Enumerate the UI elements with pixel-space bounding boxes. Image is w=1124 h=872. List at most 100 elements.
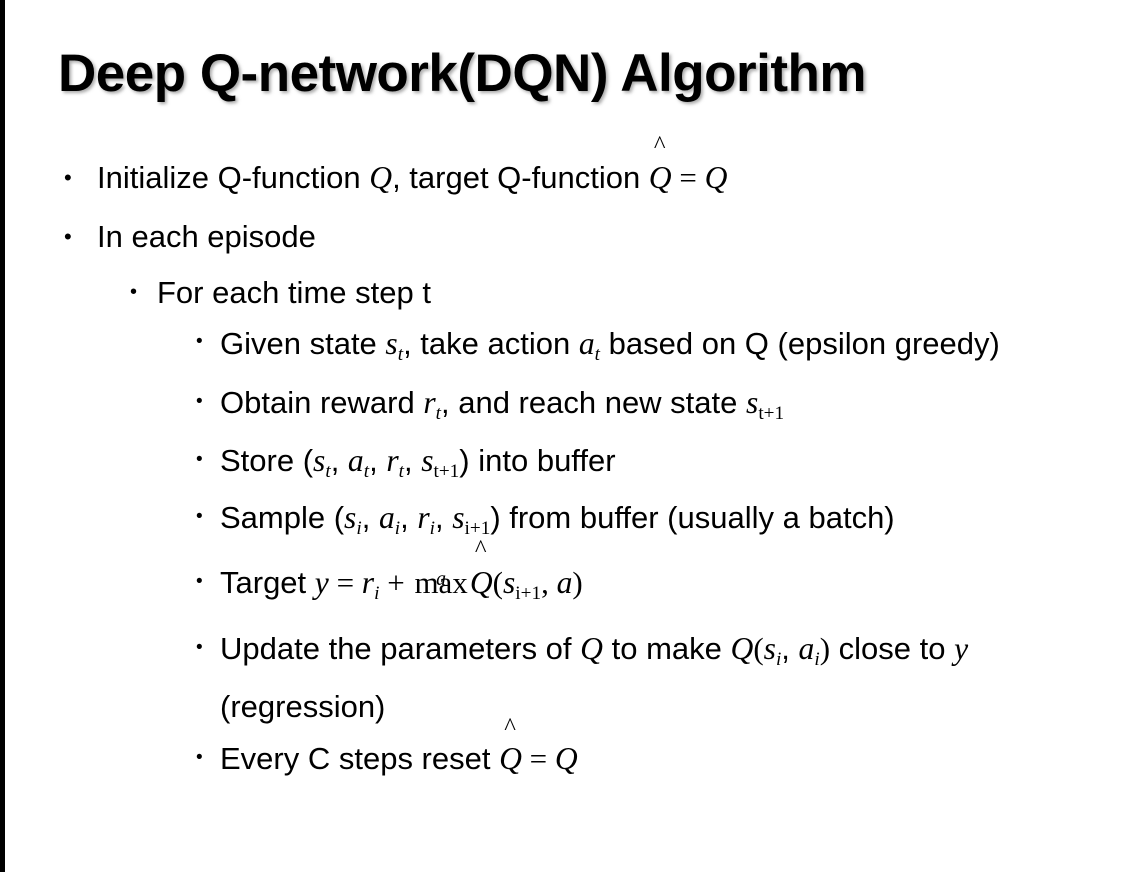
math-paren-close: ) bbox=[819, 630, 831, 666]
bullet-for-each-time-step: • For each time step t bbox=[0, 266, 1124, 319]
math-var-y: y bbox=[314, 565, 329, 601]
math-q-hat: ^Q bbox=[649, 133, 672, 207]
math-sub-t: t bbox=[594, 343, 601, 365]
bullet-marker: • bbox=[64, 224, 72, 249]
math-var-a: a bbox=[347, 442, 364, 478]
bullet-sample-batch: • Sample (si, ai, ri, si+1) from buffer … bbox=[0, 494, 1124, 552]
text-run: , and reach new state bbox=[440, 384, 747, 420]
math-sub-i: i bbox=[374, 582, 380, 604]
hat-accent-icon: ^ bbox=[504, 713, 516, 741]
text-run: Store ( bbox=[220, 442, 314, 478]
math-max-subscript: a bbox=[436, 568, 447, 591]
math-paren-open: ( bbox=[753, 630, 764, 666]
bullet-obtain-reward-text: Obtain reward rt, and reach new state st… bbox=[220, 379, 1090, 437]
math-var-a: a bbox=[798, 630, 815, 666]
bullet-update-parameters: • Update the parameters of Q to make Q(s… bbox=[0, 625, 1124, 730]
bullet-marker: • bbox=[196, 448, 203, 470]
math-var-s: s bbox=[763, 630, 776, 666]
text-run: Initialize Q-function bbox=[97, 160, 370, 195]
math-var-q: Q bbox=[369, 160, 393, 195]
left-edge-bar bbox=[0, 0, 5, 872]
text-run: close to bbox=[830, 630, 955, 666]
text-run: based on Q (epsilon greedy) bbox=[600, 326, 1000, 361]
math-q-hat: ^Q bbox=[499, 715, 522, 788]
text-run: , bbox=[781, 630, 799, 666]
math-sub-text: i+1 bbox=[464, 518, 491, 540]
bullet-for-each-time-step-text: For each time step t bbox=[157, 275, 431, 310]
text-run: Update the parameters of bbox=[220, 630, 581, 666]
math-sub-t: t bbox=[435, 402, 441, 424]
math-equals: = bbox=[521, 740, 555, 776]
text-run: Every C steps reset bbox=[220, 740, 500, 776]
text-run: , bbox=[361, 500, 379, 536]
bullet-given-state: • Given state st, take action at based o… bbox=[0, 319, 1124, 379]
text-run: (regression) bbox=[220, 688, 386, 724]
math-var-q: Q bbox=[554, 740, 578, 776]
bullet-store-transition-text: Store (st, at, rt, st+1) into buffer bbox=[220, 437, 1090, 495]
math-var-q2: Q bbox=[730, 630, 754, 666]
bullet-marker: • bbox=[196, 506, 203, 528]
bullet-marker: • bbox=[64, 165, 72, 190]
bullet-reset-target-network-text: Every C steps reset ^Q = Q bbox=[220, 715, 1090, 788]
math-sub-t: t bbox=[397, 343, 404, 365]
bullet-obtain-reward: • Obtain reward rt, and reach new state … bbox=[0, 379, 1124, 437]
math-var-a: a bbox=[556, 565, 573, 601]
text-run: , bbox=[403, 442, 422, 478]
math-sub-i-plus-1: i+1 bbox=[515, 583, 541, 604]
math-paren-close: ) bbox=[572, 565, 583, 601]
math-sub: t bbox=[363, 460, 370, 482]
math-sub: i bbox=[394, 518, 401, 540]
math-var-a: a bbox=[578, 326, 595, 361]
bullet-in-each-episode: • In each episode bbox=[0, 207, 1124, 266]
math-sub-next: t+1 bbox=[434, 460, 460, 481]
hat-accent-icon: ^ bbox=[653, 132, 666, 160]
math-plus: + bbox=[379, 565, 413, 601]
bullet-initialize-q-text: Initialize Q-function Q, target Q-functi… bbox=[97, 133, 1084, 207]
math-sub: i bbox=[775, 648, 782, 670]
text-run: ) into buffer bbox=[459, 442, 616, 478]
math-sub-text: t+1 bbox=[758, 402, 785, 424]
math-var-s-next: s bbox=[421, 442, 434, 478]
bullet-update-parameters-text: Update the parameters of Q to make Q(si,… bbox=[220, 625, 1090, 730]
bullet-in-each-episode-text: In each episode bbox=[97, 219, 316, 254]
math-var-q2: Q bbox=[704, 160, 728, 195]
math-sub: t bbox=[398, 460, 404, 482]
math-paren-open: ( bbox=[492, 565, 503, 601]
page-title: Deep Q-network(DQN) Algorithm bbox=[58, 44, 866, 103]
math-var-q: Q bbox=[580, 630, 603, 666]
math-var-r: r bbox=[417, 500, 430, 536]
math-sub-t-plus-1: t+1 bbox=[758, 403, 784, 424]
math-sub-next: i+1 bbox=[465, 518, 491, 539]
math-equals: = bbox=[671, 160, 705, 195]
bullet-initialize-q: • Initialize Q-function Q, target Q-func… bbox=[0, 133, 1124, 207]
text-run: Sample ( bbox=[220, 500, 345, 536]
math-var-qhat: Q bbox=[499, 740, 522, 776]
math-var-a: a bbox=[378, 500, 395, 536]
bullet-given-state-text: Given state st, take action at based on … bbox=[220, 319, 1090, 379]
bullet-store-transition: • Store (st, at, rt, st+1) into buffer bbox=[0, 437, 1124, 495]
text-run: , bbox=[434, 500, 453, 536]
text-run: Obtain reward bbox=[220, 384, 424, 420]
math-max-label: max bbox=[414, 565, 468, 601]
math-comma: , bbox=[541, 565, 557, 601]
math-var-s-next: s bbox=[452, 500, 465, 536]
math-var-r: r bbox=[386, 442, 399, 478]
bullet-marker: • bbox=[196, 636, 203, 658]
math-q-hat: ^Q bbox=[470, 537, 493, 614]
math-var-s: s bbox=[502, 565, 516, 601]
bullet-marker: • bbox=[196, 331, 203, 352]
bullet-marker: • bbox=[196, 571, 203, 593]
text-run: ) from buffer (usually a batch) bbox=[490, 500, 895, 536]
text-run: , target Q-function bbox=[392, 160, 649, 195]
bullet-marker: • bbox=[130, 281, 138, 303]
text-run: , bbox=[330, 442, 348, 478]
text-run: Given state bbox=[220, 326, 386, 361]
math-sub: t bbox=[325, 460, 331, 482]
math-var-s: s bbox=[385, 326, 398, 361]
math-var-y: y bbox=[954, 630, 969, 666]
math-var-s: s bbox=[344, 500, 357, 536]
text-run: to make bbox=[602, 630, 731, 666]
